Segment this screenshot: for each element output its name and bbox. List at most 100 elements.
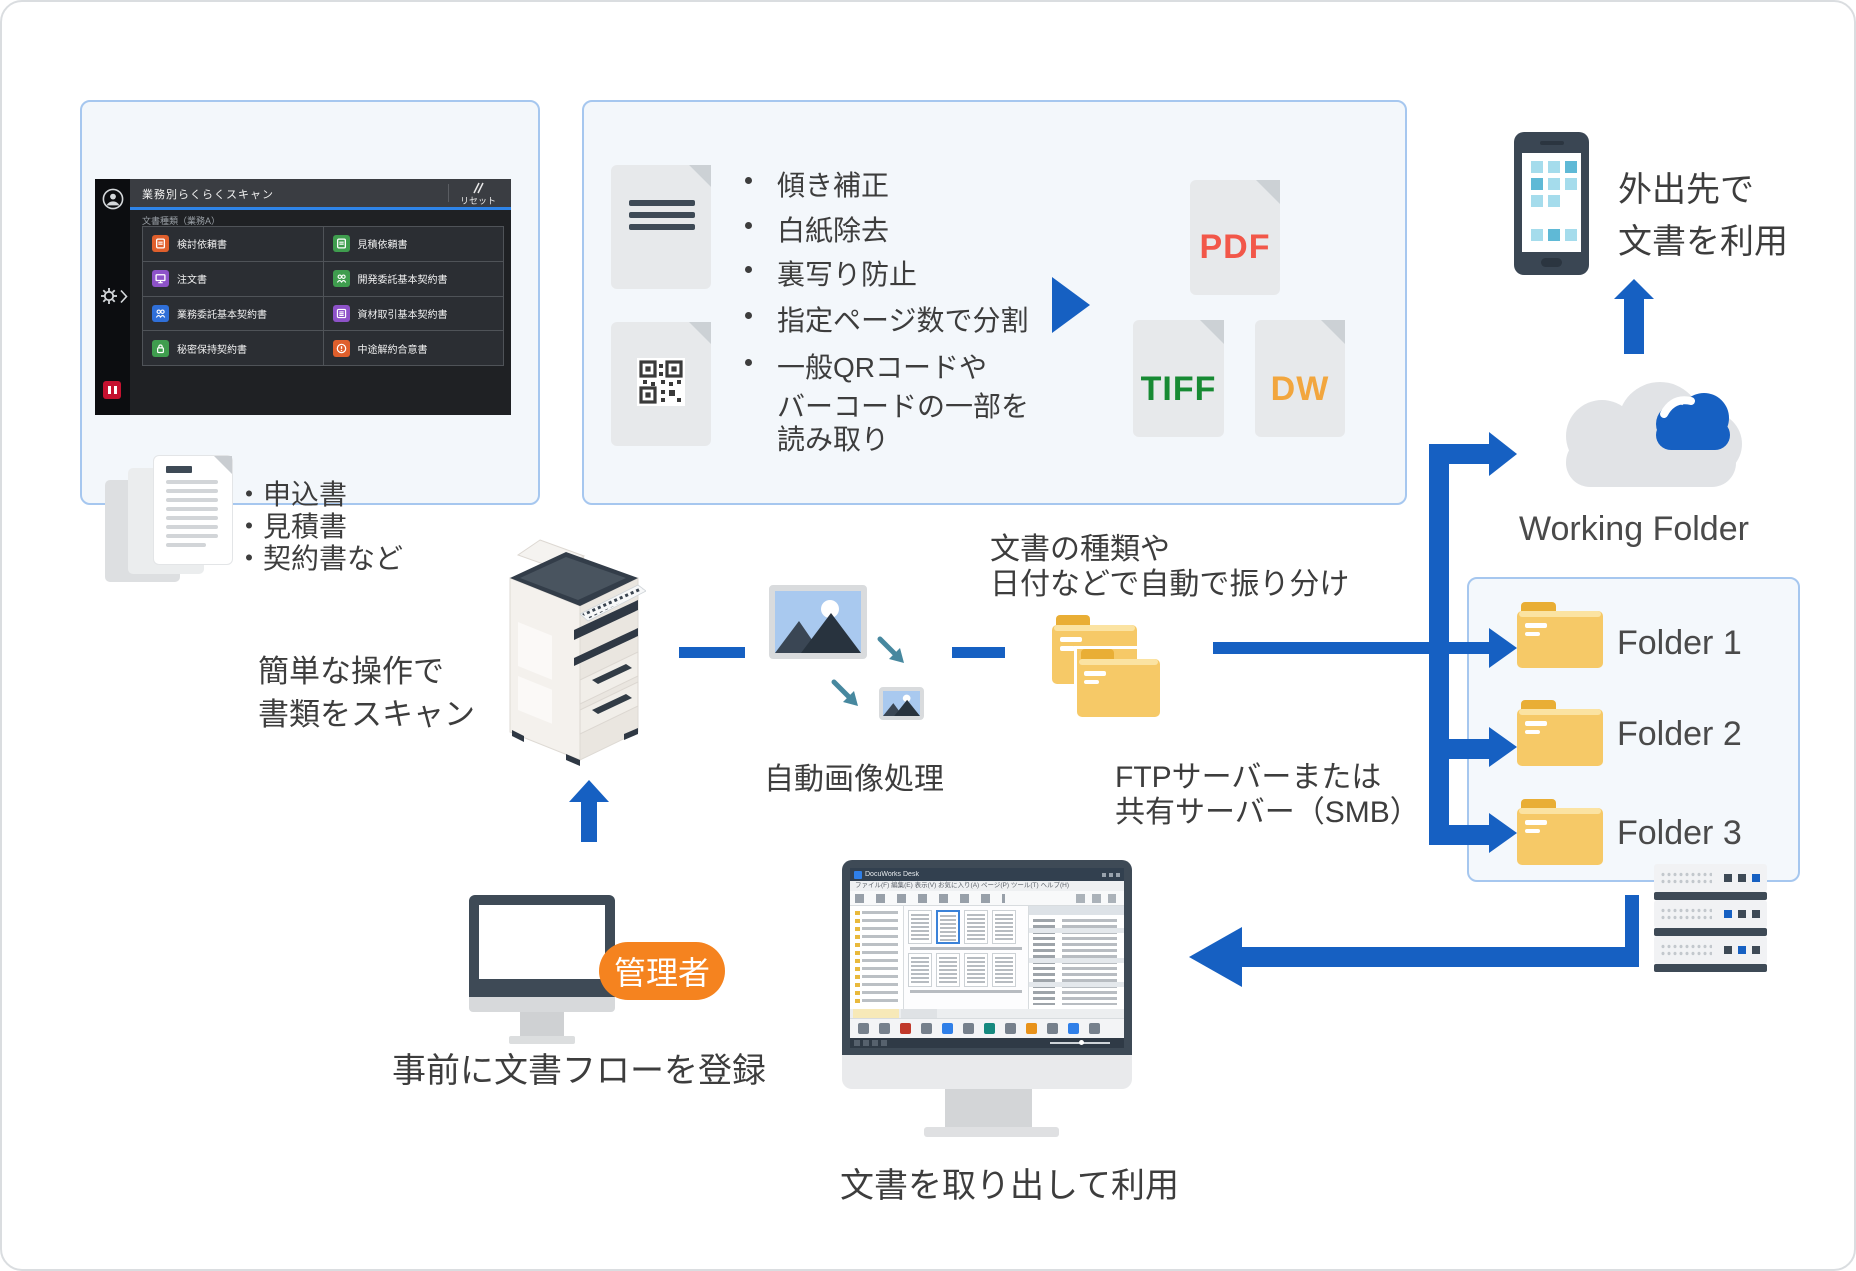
monitor-chin	[469, 997, 615, 1012]
pc-neck	[945, 1089, 1032, 1127]
flow-dash	[679, 647, 745, 658]
admin-badge: 管理者	[599, 942, 725, 1000]
order-form-icon	[152, 270, 169, 288]
flow-dash	[952, 647, 1005, 658]
document-icon	[332, 235, 350, 253]
lock-icon	[152, 339, 169, 357]
panel-title: 業務別らくらくスキャン	[142, 189, 274, 201]
doc-type-grid: 検討依頼書 見積依頼書 注文書 開発委託基本契約書	[142, 226, 504, 366]
desk-statusbar	[850, 1038, 1124, 1048]
panel-sidebar	[95, 179, 130, 415]
arrow-branch-folder2	[1449, 739, 1489, 759]
phone-home-button	[1541, 258, 1562, 267]
source-docs-note: ・申込書 ・見積書 ・契約書など	[235, 479, 403, 575]
gear-icon[interactable]	[100, 287, 118, 305]
doc-type-button[interactable]: 中途解約合意書	[323, 331, 503, 365]
pc-base	[924, 1127, 1059, 1137]
cloud-label: Working Folder	[1519, 510, 1749, 548]
arrow-branch-cloud	[1429, 444, 1489, 464]
arrow-monitor-to-scanner	[581, 800, 597, 842]
folder2-label: Folder 2	[1617, 715, 1742, 753]
doc-thumbnail	[908, 910, 932, 944]
scan-caption: 簡単な操作で 書類をスキャン	[258, 654, 475, 732]
arrowhead-desktop	[1189, 927, 1242, 987]
convert-arrow-icon	[1052, 277, 1090, 333]
arrowhead-scanner	[569, 780, 609, 802]
doc-type-button[interactable]: 注文書	[143, 261, 323, 296]
image-large-icon	[769, 585, 867, 659]
folder2-icon	[1517, 700, 1603, 766]
desk-folder-tree	[850, 906, 904, 1009]
image-processing-caption: 自動画像処理	[764, 763, 944, 796]
folder1-icon	[1517, 602, 1603, 668]
arrowhead-folder2	[1489, 727, 1517, 767]
doc-type-section-label: 文書種類（業務A）	[142, 216, 221, 226]
pause-button[interactable]	[103, 381, 121, 399]
arrowhead-folder1	[1489, 628, 1517, 668]
pdf-label: PDF	[1199, 228, 1271, 266]
admin-monitor-screen	[479, 905, 605, 979]
arrow-trunk	[1429, 444, 1449, 845]
chevron-right-icon[interactable]	[119, 289, 129, 304]
arrow-branch-folder3	[1449, 825, 1489, 845]
doc-thumbnail	[992, 910, 1016, 944]
doc-type-button[interactable]: 資材取引基本契約書	[323, 296, 503, 331]
feature-item-continuation: 読み取り	[777, 424, 890, 455]
tiff-label: TIFF	[1140, 370, 1217, 408]
arrow-cloud-to-phone	[1624, 297, 1644, 354]
desk-toolbar	[850, 891, 1124, 906]
source-doc-line: ・見積書	[235, 511, 348, 542]
paper-stack-icon	[92, 452, 242, 602]
text-document-icon	[611, 165, 711, 289]
feature-item: 白紙除去	[739, 209, 889, 249]
pc-chin	[842, 1055, 1132, 1089]
folder3-icon	[1517, 799, 1603, 865]
source-doc-line: ・契約書など	[235, 543, 404, 574]
shrink-arrow-icon	[877, 636, 904, 663]
people-icon	[332, 270, 350, 288]
alert-icon	[332, 339, 350, 357]
minimize-icon	[1102, 872, 1106, 877]
reset-slash-icon	[473, 182, 484, 194]
dw-file-icon: DW	[1255, 320, 1345, 437]
shrink-arrow-icon	[831, 679, 858, 706]
phone-speaker	[1540, 141, 1564, 145]
doc-type-button[interactable]: 業務委託基本契約書	[143, 296, 323, 331]
server-note: FTPサーバーまたは 共有サーバー（SMB）	[1115, 761, 1420, 829]
retrieve-caption: 文書を取り出して利用	[840, 1167, 1179, 1205]
desk-menubar: ファイル(F) 編集(E) 表示(V) お気に入り(A) ページ(P) ツール(…	[850, 881, 1124, 891]
desk-titlebar: DocuWorks Desk	[850, 868, 1124, 881]
header-divider	[448, 184, 449, 202]
phone-screen	[1522, 153, 1581, 252]
desk-thumbnails	[904, 906, 1028, 1009]
image-small-icon	[879, 687, 924, 720]
doc-type-button[interactable]: 見積依頼書	[323, 227, 503, 261]
panel-header: 業務別らくらくスキャン リセット	[130, 179, 511, 207]
features-box	[582, 100, 1407, 505]
user-icon[interactable]	[102, 188, 124, 210]
desk-title: DocuWorks Desk	[865, 871, 919, 878]
monitor-neck	[520, 1012, 564, 1036]
doc-thumbnail	[992, 953, 1016, 987]
desk-properties-panel	[1028, 906, 1124, 1009]
qr-document-icon	[611, 322, 711, 446]
feature-item: 傾き補正	[739, 164, 889, 204]
admin-monitor-icon	[469, 895, 615, 997]
sorting-note: 文書の種類や 日付などで自動で振り分け	[990, 533, 1350, 601]
maximize-icon	[1109, 872, 1113, 877]
folder3-label: Folder 3	[1617, 814, 1742, 852]
smartphone-icon	[1514, 132, 1589, 275]
doc-thumbnail-selected	[936, 910, 960, 944]
desk-app-window: DocuWorks Desk ファイル(F) 編集(E) 表示(V) お気に入り…	[850, 868, 1124, 1048]
folder1-label: Folder 1	[1617, 624, 1742, 662]
reset-button[interactable]: リセット	[455, 181, 501, 206]
close-icon	[1116, 872, 1120, 877]
people-icon	[152, 304, 169, 322]
doc-type-button[interactable]: 秘密保持契約書	[143, 331, 323, 365]
feature-item-continuation: バーコードの一部を	[777, 391, 1030, 422]
doc-type-button[interactable]: 開発委託基本契約書	[323, 261, 503, 296]
doc-type-button[interactable]: 検討依頼書	[143, 227, 323, 261]
dw-label: DW	[1270, 370, 1330, 408]
doc-thumbnail	[908, 953, 932, 987]
